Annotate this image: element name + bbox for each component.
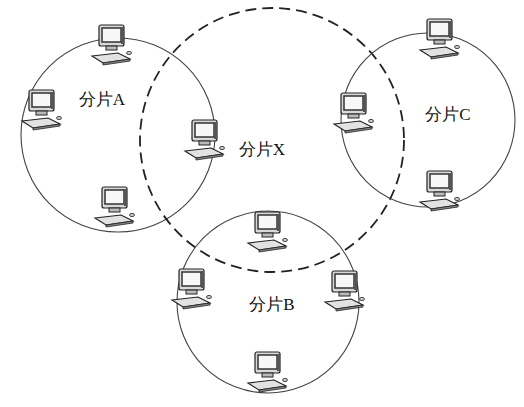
shard-label: 分片B <box>249 295 295 315</box>
dashed-circle <box>140 8 404 272</box>
computer-icon <box>22 90 62 130</box>
shard-label: 分片C <box>425 105 471 125</box>
computer-icon <box>334 93 374 133</box>
shard-label: 分片A <box>79 90 126 110</box>
computer-icon <box>95 187 135 227</box>
circle-outline <box>21 38 215 232</box>
circle-outline <box>177 211 359 393</box>
shard-label: 分片X <box>239 140 286 160</box>
computer-icon <box>248 352 288 392</box>
computer-icon <box>185 120 225 160</box>
computer-icon <box>420 19 460 59</box>
computer-icon <box>420 171 460 211</box>
computer-icon <box>248 212 288 252</box>
computer-icon <box>92 25 132 65</box>
circle-outline <box>341 33 515 207</box>
